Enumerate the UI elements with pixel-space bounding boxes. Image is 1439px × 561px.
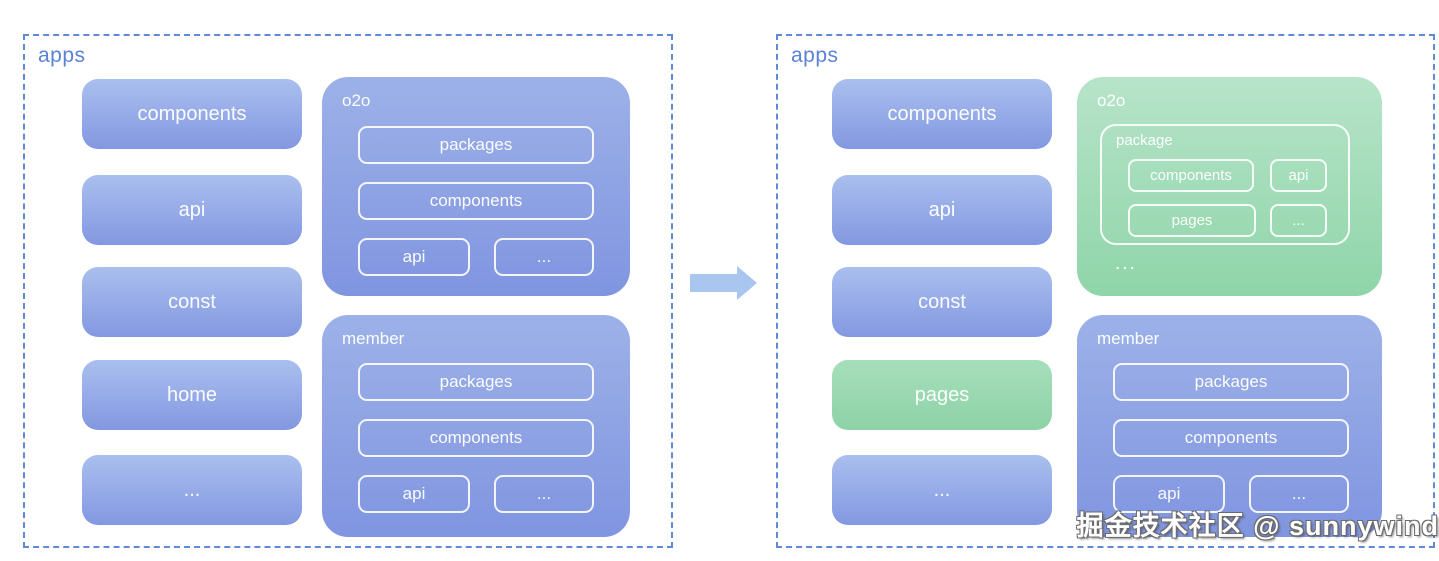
folder-box-const: const	[82, 267, 302, 337]
group-label-member: member	[1097, 329, 1160, 348]
subfolder-label: ...	[1291, 484, 1307, 503]
folder-box-home: home	[82, 360, 302, 430]
subfolder-label: ...	[536, 247, 552, 266]
folder-box-const: const	[832, 267, 1052, 337]
folder-box-pages: pages	[832, 360, 1052, 430]
group-label-o2o: o2o	[342, 91, 371, 110]
arrow-body	[690, 274, 738, 292]
subfolder-label: api	[402, 247, 426, 266]
folder-box-api: api	[82, 175, 302, 245]
subfolder-api: api	[358, 238, 470, 276]
folder-box-label: components	[137, 102, 247, 125]
subfolder-ellipsis: ...	[1249, 475, 1349, 513]
subfolder-components: components	[1128, 159, 1254, 192]
folder-box-label: ...	[933, 478, 951, 501]
subfolder-label: components	[1150, 167, 1232, 184]
folder-box-label: const	[168, 290, 216, 313]
module-group-o2o-refactored: o2o package components api pages ... ...	[1077, 77, 1382, 296]
subfolder-label: packages	[1194, 372, 1268, 391]
subfolder-label: components	[429, 428, 523, 447]
subfolder-label: api	[1288, 167, 1309, 184]
folder-box-label: api	[928, 198, 956, 221]
folder-box-label: const	[918, 290, 966, 313]
subfolder-components: components	[358, 182, 594, 220]
apps-label: apps	[38, 44, 86, 67]
group-label-o2o: o2o	[1097, 91, 1126, 110]
apps-panel-before: apps components api const home ... o2o p…	[23, 34, 673, 548]
module-group-member: member packages components api ...	[322, 315, 630, 537]
folder-box-components: components	[832, 79, 1052, 149]
subfolder-packages: packages	[1113, 363, 1349, 401]
package-container: package components api pages ...	[1100, 124, 1350, 245]
module-group-o2o: o2o packages components api ...	[322, 77, 630, 296]
subfolder-label: ...	[536, 484, 552, 503]
subfolder-ellipsis: ...	[1270, 204, 1327, 237]
subfolder-components: components	[358, 419, 594, 457]
subfolder-components: components	[1113, 419, 1349, 457]
folder-box-ellipsis: ...	[832, 455, 1052, 525]
folder-box-label: pages	[914, 383, 970, 406]
subfolder-label: packages	[439, 372, 513, 391]
folder-box-ellipsis: ...	[82, 455, 302, 525]
folder-box-label: components	[887, 102, 997, 125]
subfolder-label: packages	[439, 135, 513, 154]
subfolder-api: api	[1270, 159, 1327, 192]
subfolder-label: api	[402, 484, 426, 503]
subfolder-ellipsis: ...	[494, 238, 594, 276]
module-group-member: member packages components api ...	[1077, 315, 1382, 537]
package-label: package	[1116, 132, 1173, 149]
apps-panel-after: apps components api const pages ... o2o …	[776, 34, 1435, 548]
folder-box-label: home	[166, 383, 218, 406]
subfolder-pages: pages	[1128, 204, 1256, 237]
subfolder-api: api	[358, 475, 470, 513]
subfolder-packages: packages	[358, 126, 594, 164]
watermark-text: 掘金技术社区 @ sunnywind	[1076, 511, 1439, 541]
folder-box-label: ...	[183, 478, 201, 501]
group-label-member: member	[342, 329, 405, 348]
folder-box-components: components	[82, 79, 302, 149]
more-ellipsis: ...	[1115, 253, 1137, 274]
subfolder-api: api	[1113, 475, 1225, 513]
subfolder-label: ...	[1292, 212, 1305, 229]
folder-box-api: api	[832, 175, 1052, 245]
subfolder-packages: packages	[358, 363, 594, 401]
arrow-head	[737, 266, 757, 300]
folder-box-label: api	[178, 198, 206, 221]
subfolder-label: api	[1157, 484, 1181, 503]
subfolder-label: pages	[1171, 212, 1213, 229]
subfolder-label: components	[1184, 428, 1278, 447]
subfolder-ellipsis: ...	[494, 475, 594, 513]
apps-label: apps	[791, 44, 839, 67]
transform-arrow-icon	[690, 266, 757, 300]
subfolder-label: components	[429, 191, 523, 210]
